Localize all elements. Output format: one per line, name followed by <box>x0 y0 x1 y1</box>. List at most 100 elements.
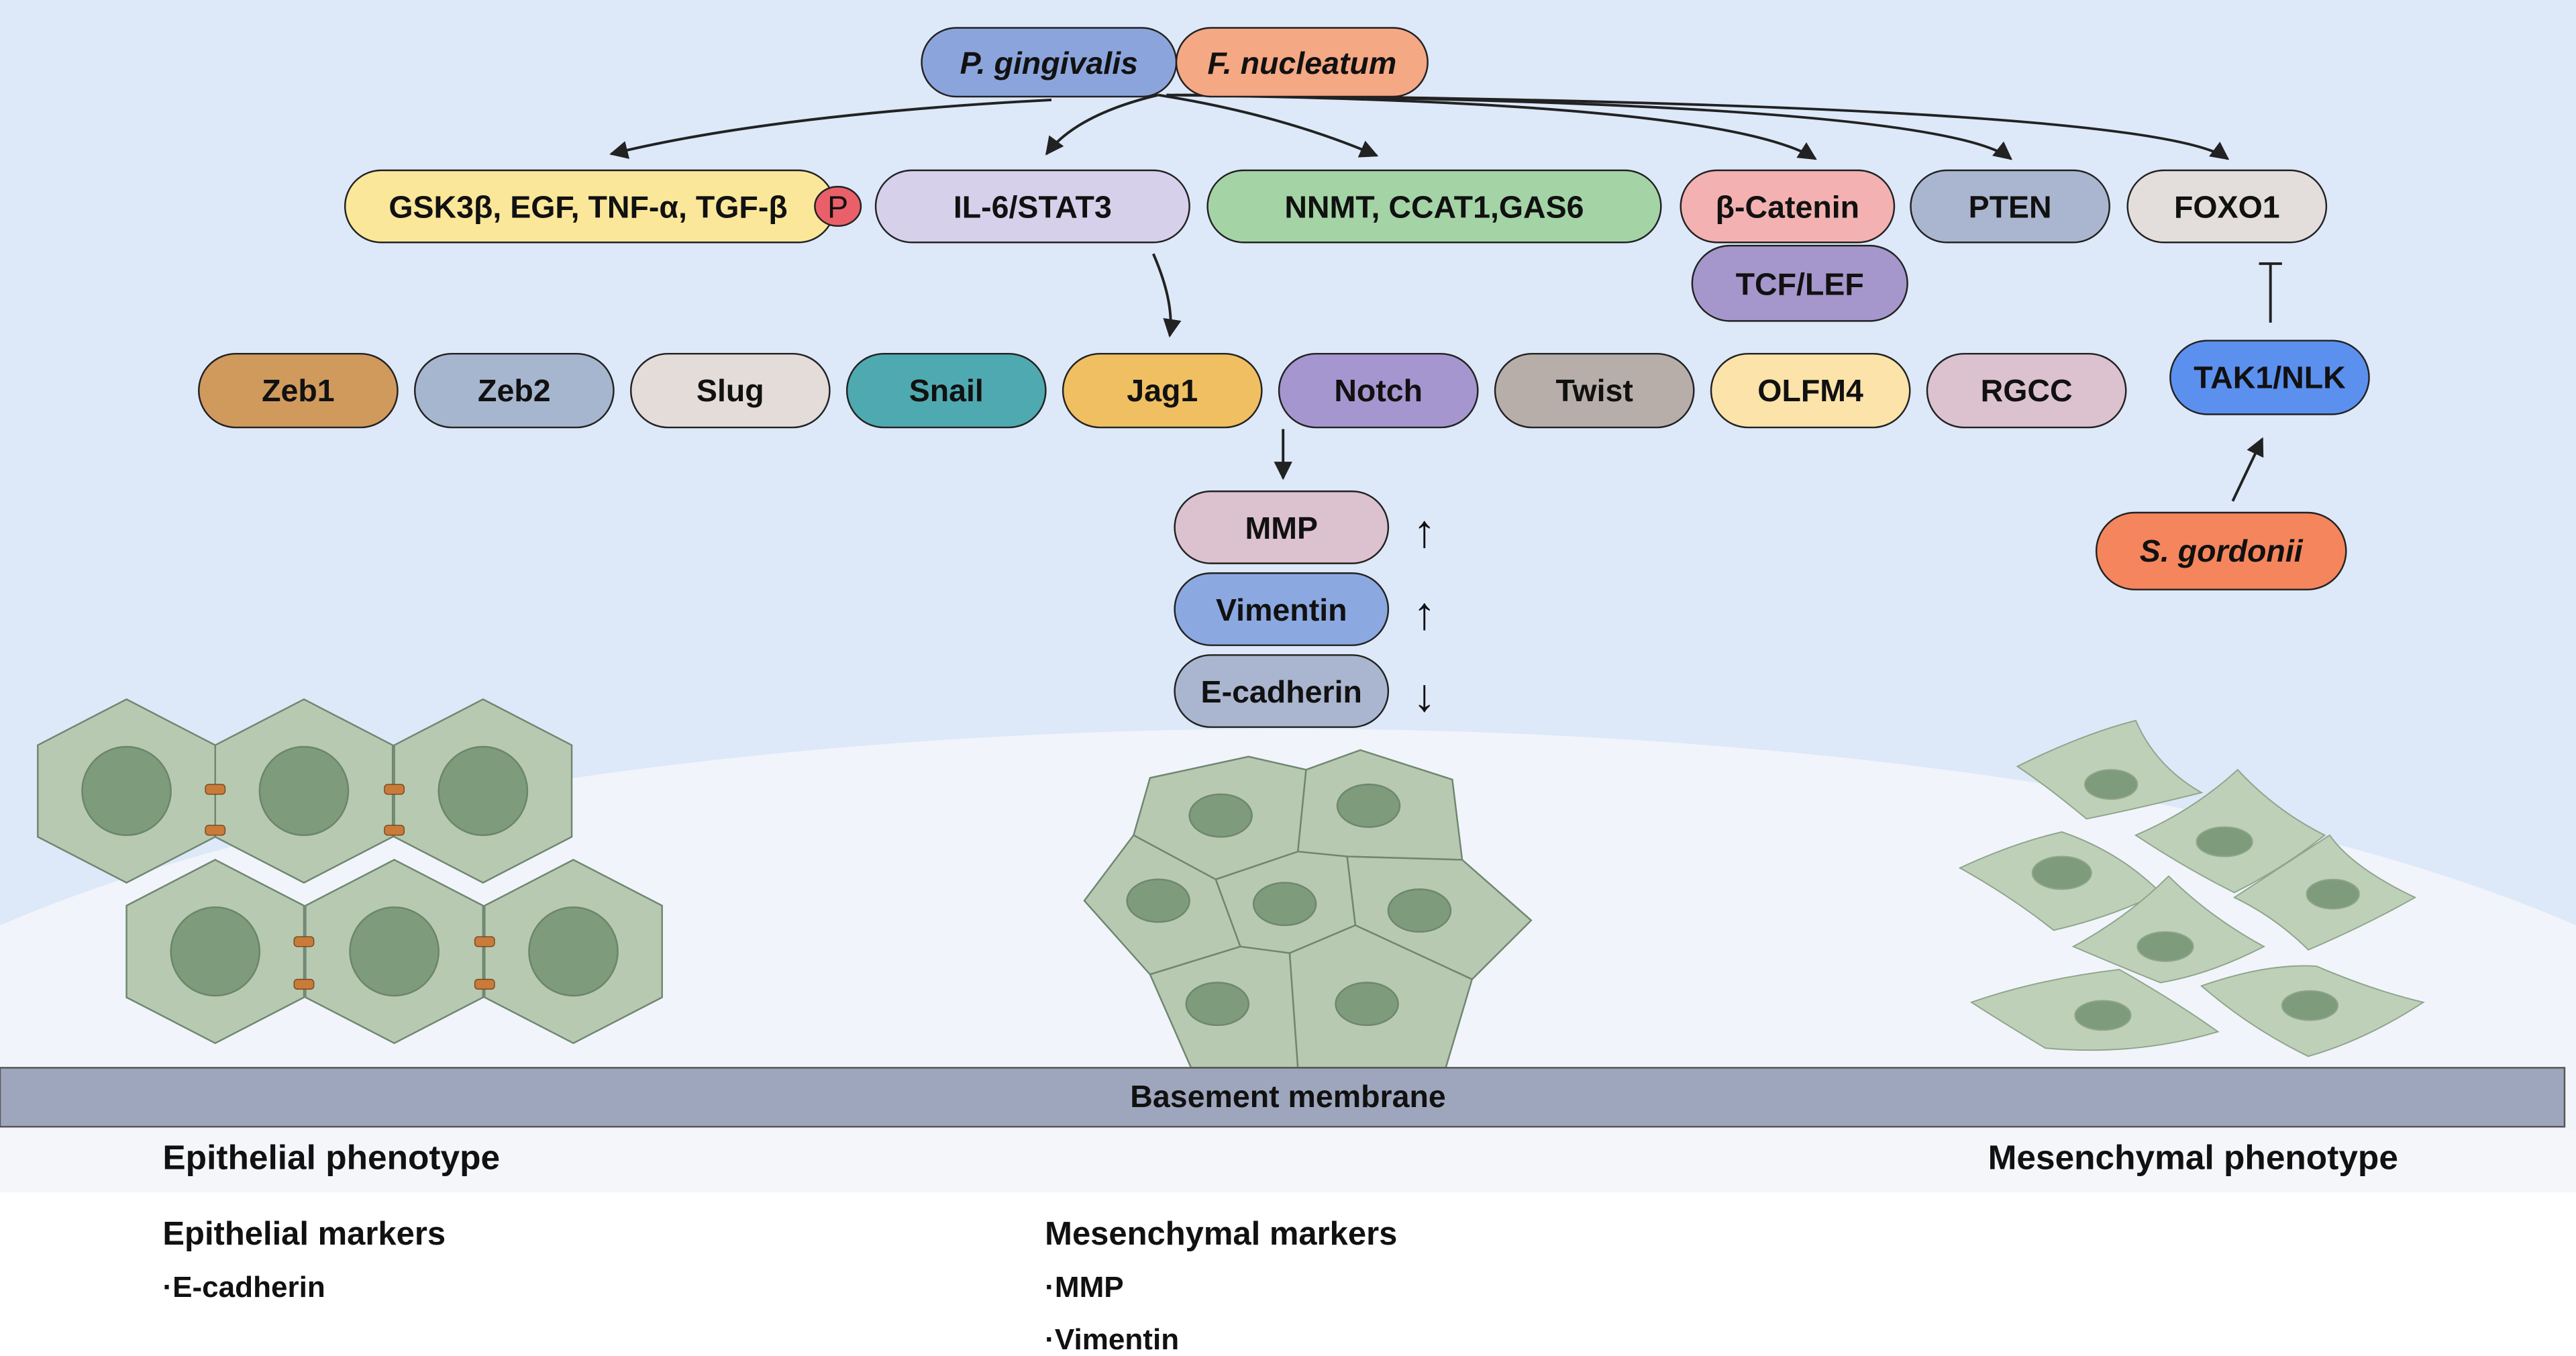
mmp-label: MMP <box>1245 511 1318 545</box>
il6-label: IL-6/STAT3 <box>954 190 1112 225</box>
phosphorylation-badge: P <box>814 186 862 227</box>
cell-junction <box>474 936 495 947</box>
cell-junction <box>384 784 405 795</box>
tf-pill: Snail <box>845 352 1047 429</box>
bacteria-arrows <box>609 93 2282 502</box>
tf-pill: OLFM4 <box>1710 352 1911 429</box>
epithelial-phenotype-label: Epithelial phenotype <box>162 1139 500 1177</box>
ecadherin-label: E-cadherin <box>1201 674 1362 709</box>
cell-junction <box>384 825 405 836</box>
pathway-nnmt-ccat1-gas6: NNMT, CCAT1,GAS6 <box>1206 169 1662 244</box>
s-gordonii-label: S. gordonii <box>2140 533 2304 568</box>
mesenchymal-marker-item: ·MMP <box>1045 1271 1123 1304</box>
mesenchymal-nucleus <box>2031 855 2092 890</box>
mesenchymal-nucleus <box>2084 769 2139 800</box>
pathway-pten: PTEN <box>1910 169 2110 244</box>
tf-pill: Zeb1 <box>198 352 399 429</box>
mesenchymal-marker-item: ·Vimentin <box>1045 1323 1179 1356</box>
tf-pill: Zeb2 <box>413 352 615 429</box>
tf-label: Zeb1 <box>262 373 335 408</box>
marker-mmp: MMP <box>1174 490 1390 564</box>
cell-junction <box>205 784 226 795</box>
epithelial-nucleus <box>349 906 440 997</box>
epithelial-nucleus <box>258 745 350 837</box>
catenin-label: β-Catenin <box>1716 190 1859 225</box>
pathway-gsk3b-egf-tnf-tgf: GSK3β, EGF, TNF-α, TGF-β <box>344 169 836 244</box>
transitional-nucleus <box>1387 888 1452 933</box>
tf-label: Snail <box>909 373 984 408</box>
mesenchymal-cell <box>2071 875 2265 984</box>
gsk-label: GSK3β, EGF, TNF-α, TGF-β <box>389 190 787 225</box>
mmp-up-arrow: ↑ <box>1413 505 1436 557</box>
transitional-cell-cluster <box>1083 749 1533 1069</box>
mesenchymal-nucleus <box>2281 990 2339 1021</box>
bacterium-s-gordonii: S. gordonii <box>2095 511 2347 590</box>
tf-pill: Notch <box>1278 352 1479 429</box>
cell-junction <box>474 978 495 990</box>
basement-membrane: Basement membrane <box>0 1067 2566 1128</box>
f-nucleatum-label: F. nucleatum <box>1208 46 1397 81</box>
mesenchymal-cell-cluster <box>1958 719 2425 1057</box>
pten-label: PTEN <box>1969 190 2052 225</box>
tf-pill: RGCC <box>1926 352 2127 429</box>
transcription-factor-row: Zeb1 Zeb2 Slug Snail Jag1 Notch Twist OLFM4 RGCC <box>198 352 2127 429</box>
transitional-nucleus <box>1336 783 1401 828</box>
mesenchymal-nucleus <box>2306 878 2360 910</box>
tf-label: OLFM4 <box>1757 373 1863 408</box>
epithelial-nucleus <box>437 745 529 837</box>
phospho-label: P <box>827 190 848 225</box>
basement-membrane-label: Basement membrane <box>1130 1079 1445 1114</box>
lower-band <box>0 1130 2576 1196</box>
tf-label: Jag1 <box>1127 373 1198 408</box>
legend-area <box>0 1192 2576 1356</box>
mesenchymal-nucleus <box>2196 826 2253 857</box>
tf-label: Twist <box>1555 373 1633 408</box>
marker-ecadherin: E-cadherin <box>1174 654 1390 728</box>
epithelial-nucleus <box>170 906 261 997</box>
tf-label: Slug <box>697 373 764 408</box>
epithelial-nucleus <box>528 906 619 997</box>
mesenchymal-marker-mmp: MMP <box>1055 1271 1124 1304</box>
transitional-nucleus <box>1252 882 1317 927</box>
pathway-tak1-nlk: TAK1/NLK <box>2169 340 2370 415</box>
ecadherin-down-arrow: ↓ <box>1413 669 1436 721</box>
bullet: · <box>162 1271 172 1304</box>
tf-label: Notch <box>1334 373 1423 408</box>
epithelial-marker-ecadherin: E-cadherin <box>172 1271 325 1304</box>
cell-junction <box>205 825 226 836</box>
foxo1-label: FOXO1 <box>2174 190 2280 225</box>
tf-pill: Jag1 <box>1062 352 1263 429</box>
pathway-tcf-lef: TCF/LEF <box>1691 244 1908 322</box>
transitional-nucleus <box>1188 793 1253 838</box>
cell-junction <box>293 978 315 990</box>
pathway-foxo1: FOXO1 <box>2126 169 2328 244</box>
transitional-nucleus <box>1185 982 1250 1027</box>
vimentin-up-arrow: ↑ <box>1413 587 1436 639</box>
cell-junction <box>293 936 315 947</box>
tcf-label: TCF/LEF <box>1736 266 1864 301</box>
mesenchymal-nucleus <box>2074 1000 2132 1031</box>
epithelial-cell-sheet <box>37 698 663 1045</box>
pathway-beta-catenin: β-Catenin <box>1680 169 1896 244</box>
transitional-nucleus <box>1335 982 1399 1027</box>
marker-change-arrows: ↑ ↑ ↓ <box>1413 505 1436 721</box>
tak1-label: TAK1/NLK <box>2194 360 2346 395</box>
tf-label: Zeb2 <box>478 373 551 408</box>
vimentin-label: Vimentin <box>1216 592 1347 627</box>
nnmt-label: NNMT, CCAT1,GAS6 <box>1284 190 1584 225</box>
marker-vimentin: Vimentin <box>1174 572 1390 646</box>
pathway-il6-stat3: IL-6/STAT3 <box>874 169 1190 244</box>
mesenchymal-phenotype-label: Mesenchymal phenotype <box>1988 1139 2398 1177</box>
mesenchymal-nucleus <box>2136 931 2194 962</box>
bacterium-f-nucleatum: F. nucleatum <box>1175 27 1429 98</box>
bacterium-p-gingivalis: P. gingivalis <box>921 27 1178 98</box>
p-gingivalis-label: P. gingivalis <box>960 46 1138 81</box>
bullet: · <box>1045 1271 1055 1304</box>
tf-pill: Slug <box>629 352 831 429</box>
epithelial-markers-title: Epithelial markers <box>162 1216 446 1252</box>
transitional-nucleus <box>1126 878 1190 923</box>
tf-pill: Twist <box>1494 352 1695 429</box>
